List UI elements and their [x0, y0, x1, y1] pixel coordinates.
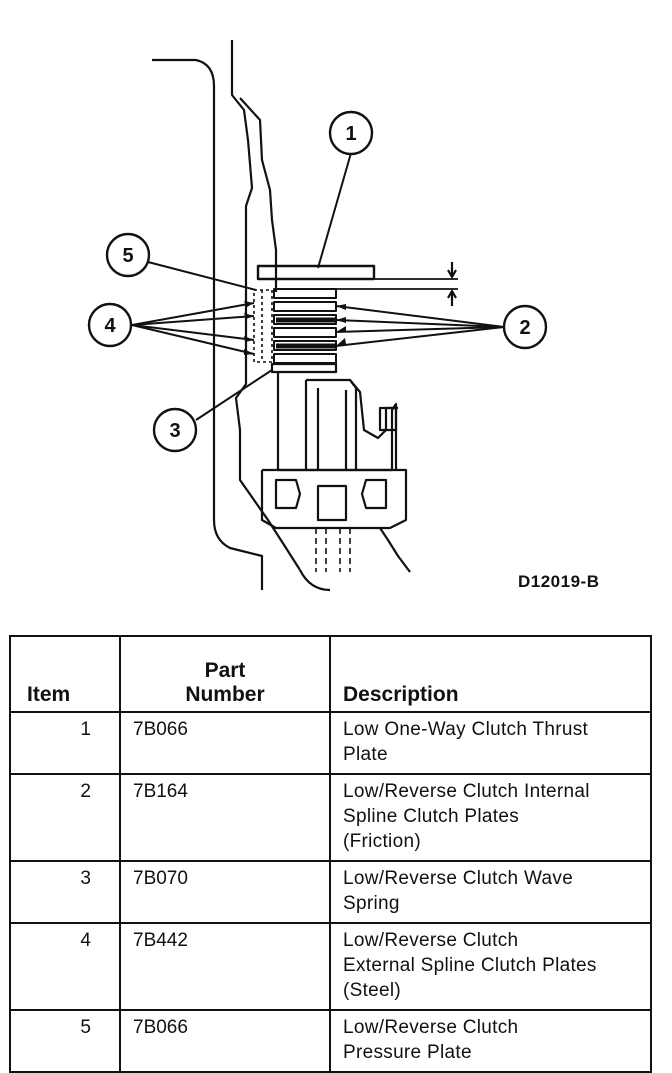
table-row: 2 7B164 Low/Reverse Clutch Internal Spli… [9, 773, 652, 862]
description-line: Low/Reverse Clutch [343, 1017, 519, 1038]
description-cell: Low/Reverse Clutch Internal Spline Clutc… [329, 773, 652, 862]
piston-body [276, 372, 398, 472]
callout-label-3: 3 [169, 420, 180, 442]
wave-spring [270, 362, 338, 374]
description-line: (Friction) [343, 831, 421, 852]
lower-housing [299, 527, 411, 592]
description-line: Plate [343, 744, 388, 765]
description-cell: Low One-Way Clutch Thrust Plate [329, 711, 652, 775]
callout-circle-4 [87, 302, 133, 348]
header-part-line2: Number [185, 683, 265, 706]
description-line: Spline Clutch Plates [343, 806, 520, 827]
item-cell: 1 [9, 711, 121, 775]
piston-inner [304, 378, 358, 470]
item-cell: 2 [9, 773, 121, 862]
cylinder-channel [274, 478, 388, 522]
description-line: (Steel) [343, 980, 402, 1001]
header-description: Description [329, 635, 652, 713]
description-line: Low/Reverse Clutch Internal [343, 781, 590, 802]
part-number-cell: 7B066 [119, 1009, 331, 1073]
description-cell: Low/Reverse Clutch Pressure Plate [329, 1009, 652, 1073]
table-row: 3 7B070 Low/Reverse Clutch Wave Spring [9, 860, 652, 924]
description-line: External Spline Clutch Plates [343, 955, 597, 976]
figure-id-label: D12019-B [518, 572, 600, 591]
description-cell: Low/Reverse Clutch External Spline Clutc… [329, 922, 652, 1011]
description-line: Low/Reverse Clutch [343, 930, 519, 951]
leader-line-1 [317, 152, 352, 269]
parts-table: Item Part Number Description 1 7B066 Low… [9, 635, 652, 1073]
leader-lines-2 [335, 305, 505, 347]
header-part-line1: Part [204, 659, 246, 682]
item-cell: 5 [9, 1009, 121, 1073]
table-row: 4 7B442 Low/Reverse Clutch External Spli… [9, 922, 652, 1011]
callout-circle-1 [328, 110, 374, 156]
part-number-cell: 7B164 [119, 773, 331, 862]
table-row: 1 7B066 Low One-Way Clutch Thrust Plate [9, 711, 652, 775]
clearance-arrow-top [447, 262, 457, 279]
callout-circle-2 [502, 304, 548, 350]
part-number-cell: 7B070 [119, 860, 331, 924]
item-cell: 4 [9, 922, 121, 1011]
part-number-cell: 7B066 [119, 711, 331, 775]
housing-wall [239, 97, 278, 292]
cylinder-base [260, 468, 408, 530]
callout-label-2: 2 [519, 317, 530, 339]
seal-block [378, 406, 398, 432]
description-line: Spring [343, 893, 400, 914]
leader-line-3 [195, 369, 273, 421]
callout-label-1: 1 [345, 123, 356, 145]
clearance-arrow-bottom [447, 289, 457, 306]
description-line: Low One-Way Clutch Thrust [343, 719, 589, 740]
callout-label-4: 4 [104, 315, 116, 337]
callout-circle-5 [105, 232, 151, 278]
leader-line-5 [147, 261, 257, 291]
callout-label-5: 5 [122, 245, 133, 267]
table-row: 5 7B066 Low/Reverse Clutch Pressure Plat… [9, 1009, 652, 1073]
leader-lines-4 [131, 302, 255, 355]
clutch-plate-stack [273, 288, 337, 364]
case-outline [152, 58, 264, 590]
table-header-row: Item Part Number Description [9, 635, 652, 713]
spline-teeth [253, 289, 273, 363]
description-cell: Low/Reverse Clutch Wave Spring [329, 860, 652, 924]
part-number-cell: 7B442 [119, 922, 331, 1011]
callout-circle-3 [152, 407, 198, 453]
header-part-number: Part Number [119, 635, 331, 713]
clutch-assembly-diagram: 1 2 3 4 5 [87, 40, 548, 592]
description-line: Low/Reverse Clutch Wave [343, 868, 574, 889]
description-line: Pressure Plate [343, 1042, 472, 1063]
header-item: Item [9, 635, 121, 713]
item-cell: 3 [9, 860, 121, 924]
output-shaft [315, 528, 351, 572]
